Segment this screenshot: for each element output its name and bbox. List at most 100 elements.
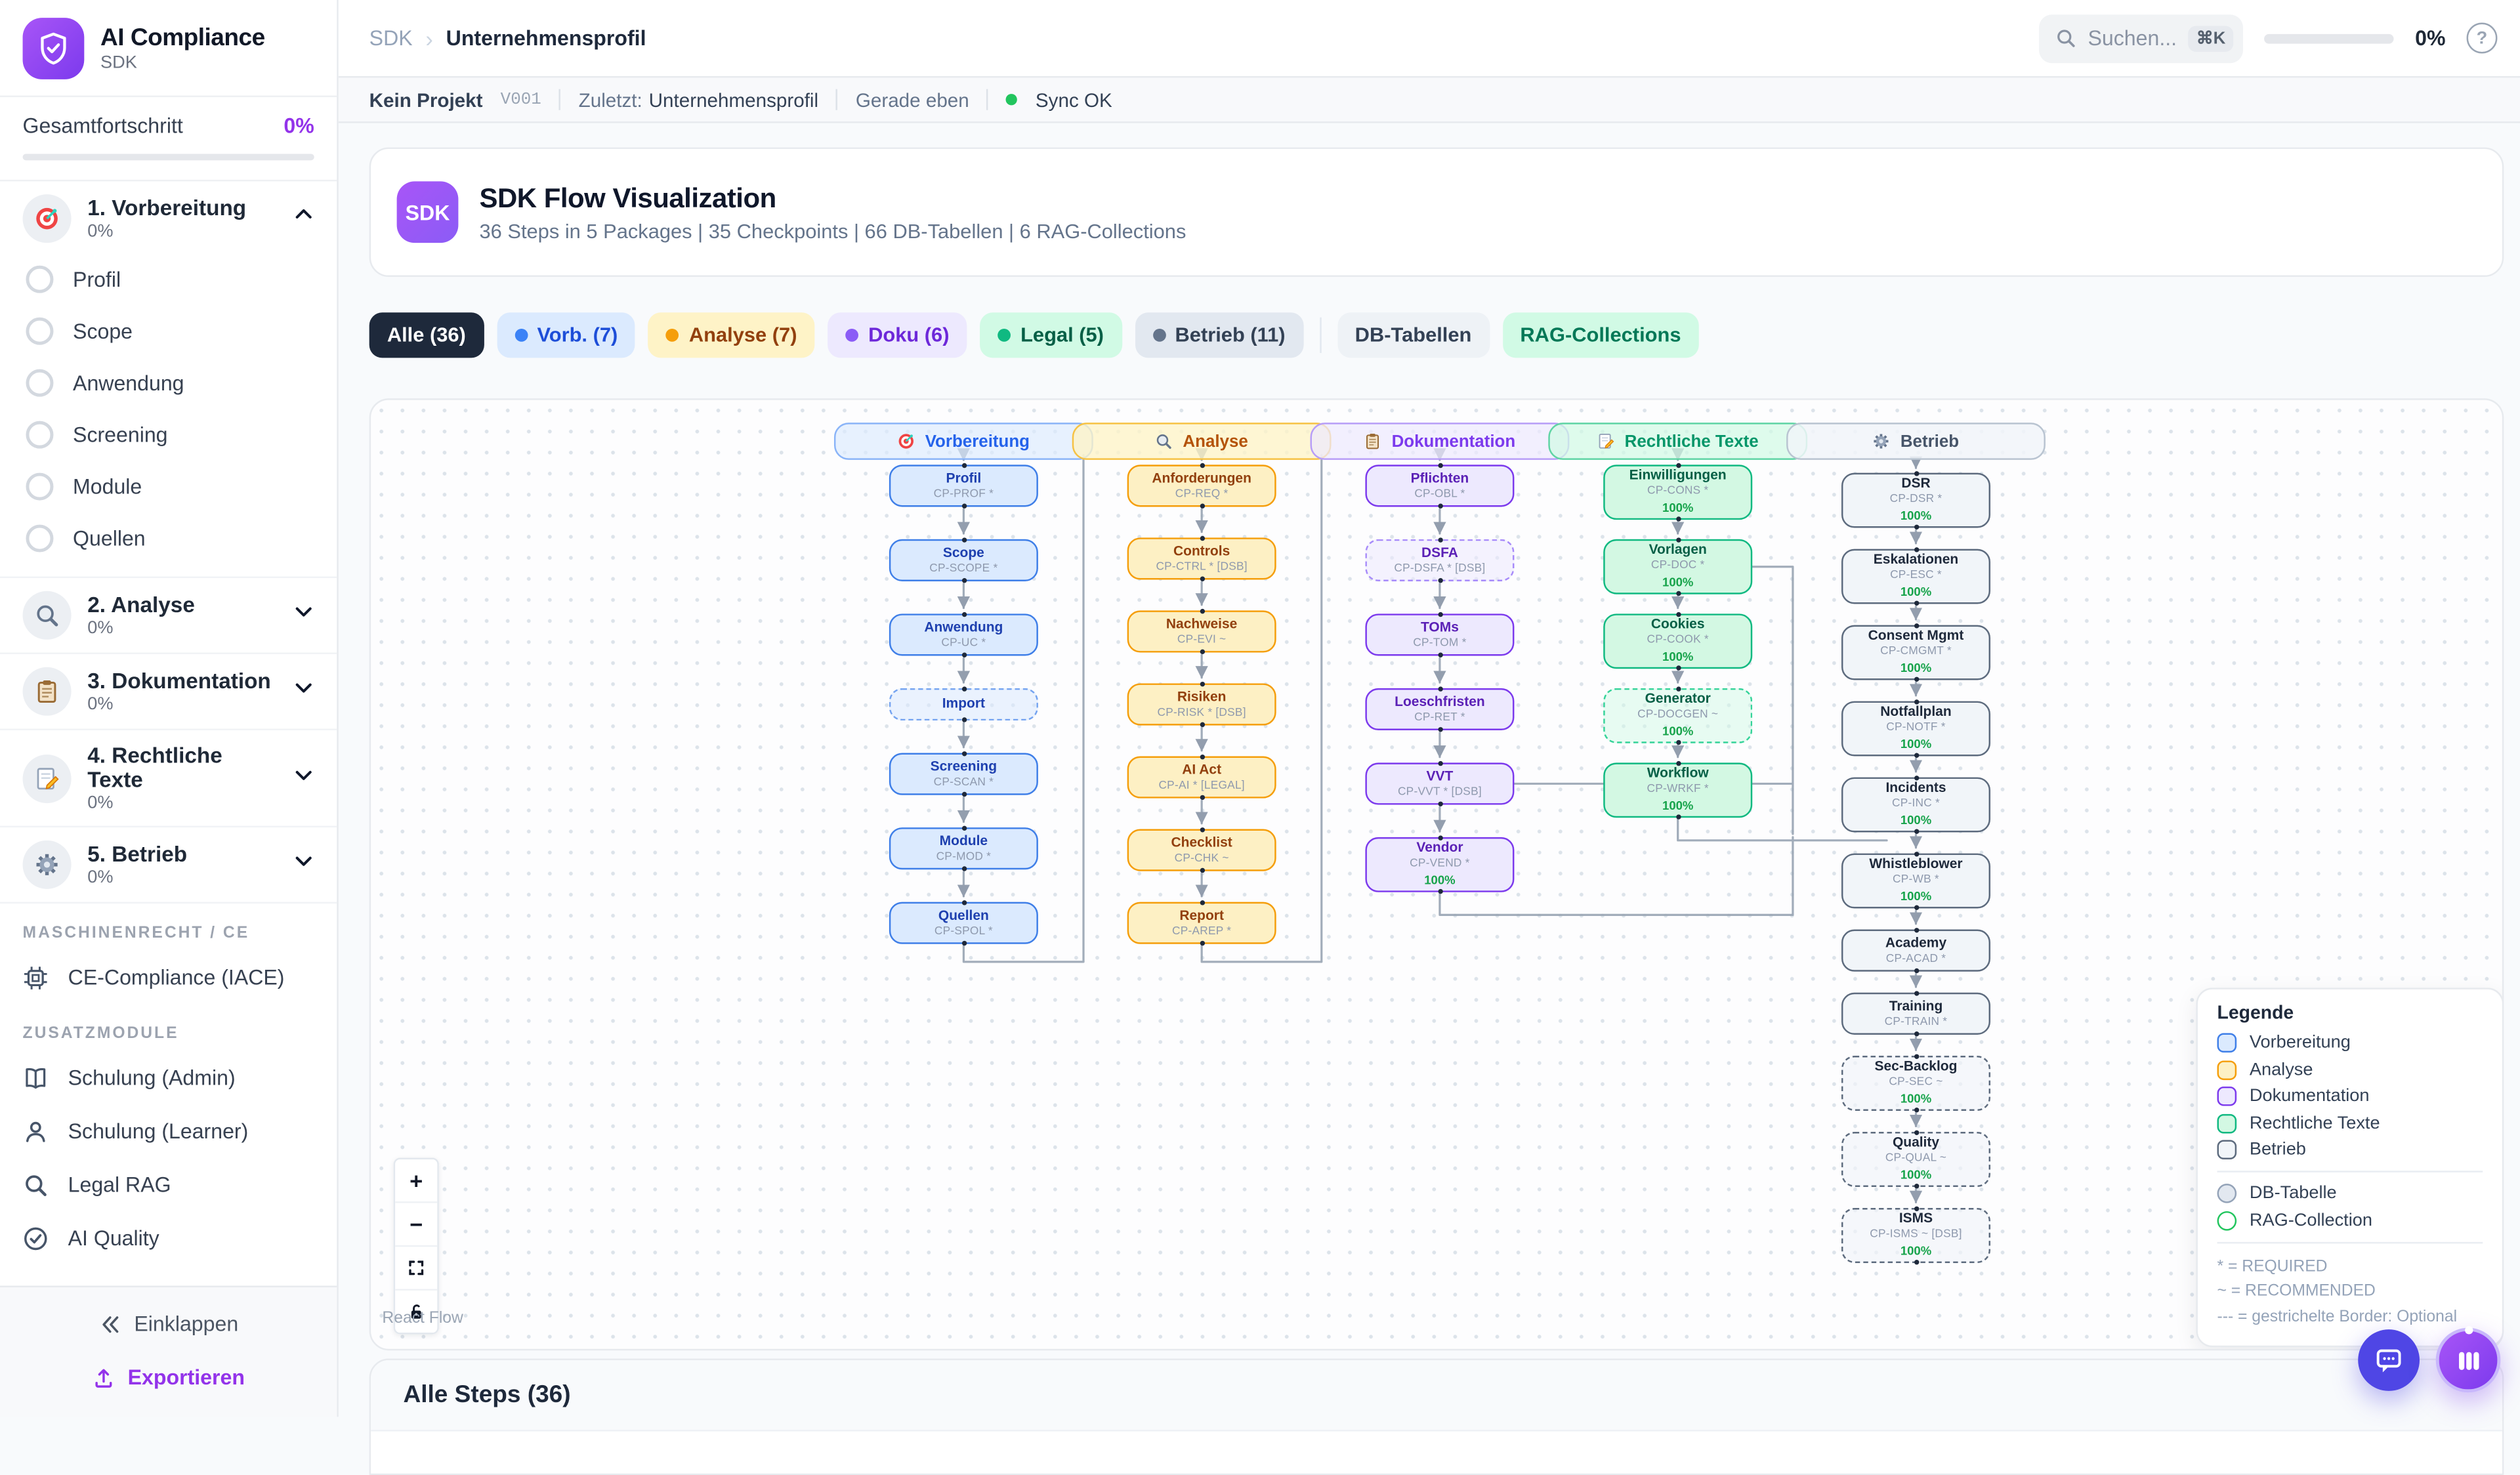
package-header-betrieb[interactable]: Betrieb (1786, 423, 2046, 460)
overall-progress-value: 0% (284, 113, 314, 138)
fit-view-button[interactable] (395, 1247, 438, 1291)
chat-button[interactable] (2358, 1329, 2420, 1391)
help-icon[interactable]: ? (2466, 22, 2498, 54)
search-input[interactable]: Suchen... ⌘K (2039, 13, 2244, 63)
legend-swatch-icon (2217, 1060, 2237, 1079)
filter-chip-vorb-7[interactable]: Vorb. (7) (496, 312, 636, 358)
zoom-in-button[interactable]: + (395, 1159, 438, 1203)
package-header-rechtliche-texte[interactable]: Rechtliche Texte (1548, 423, 1808, 460)
breadcrumb-sdk[interactable]: SDK (369, 26, 413, 51)
filter-chip-doku-6[interactable]: Doku (6) (828, 312, 967, 358)
filter-chip-analyse-7[interactable]: Analyse (7) (648, 312, 815, 358)
filter-chip-legal-5[interactable]: Legal (5) (980, 312, 1122, 358)
status-circle-icon (26, 368, 54, 396)
sidebar-item-ai-quality[interactable]: AI Quality (0, 1211, 337, 1264)
filter-chip-db-tabellen[interactable]: DB-Tabellen (1337, 312, 1490, 358)
legend-item-rechtliche-texte: Rechtliche Texte (2217, 1113, 2483, 1133)
shield-check-icon (22, 18, 85, 79)
sidebar-item-anwendung[interactable]: Anwendung (20, 356, 318, 408)
breadcrumb: SDK › Unternehmensprofil (369, 25, 646, 51)
filter-chip-betrieb-11[interactable]: Betrieb (11) (1134, 312, 1303, 358)
legend-item-rag-collection: RAG-Collection (2217, 1210, 2483, 1230)
lock-button[interactable] (395, 1290, 438, 1333)
main-area: SDK › Unternehmensprofil Suchen... ⌘K 0%… (338, 0, 2520, 1475)
breadcrumb-current: Unternehmensprofil (446, 26, 646, 51)
legend-note: ~ = RECOMMENDED (2217, 1282, 2376, 1300)
sidebar-item-profil[interactable]: Profil (20, 253, 318, 304)
filter-chip-rag-collections[interactable]: RAG-Collections (1502, 312, 1699, 358)
project-status: Kein Projekt (369, 88, 483, 112)
cpu-icon (24, 966, 47, 989)
collapse-sidebar-button[interactable]: Einklappen (0, 1297, 337, 1350)
search-placeholder: Suchen... (2088, 26, 2177, 51)
sidebar: AI Compliance SDK Gesamtfortschritt 0% 1… (0, 0, 339, 1418)
phase-icon-wrap (22, 667, 72, 716)
last-value: Unternehmensprofil (648, 88, 819, 112)
sidebar-item-module[interactable]: Module (20, 460, 318, 512)
version-badge: V001 (500, 89, 541, 110)
sidebar-item-legal-rag[interactable]: Legal RAG (0, 1158, 337, 1211)
package-header-vorbereitung[interactable]: Vorbereitung (833, 423, 1093, 460)
collapse-label: Einklappen (134, 1312, 239, 1337)
package-header-dokumentation[interactable]: Dokumentation (1310, 423, 1570, 460)
sidebar-item-quellen[interactable]: Quellen (20, 512, 318, 564)
columns-panel-button[interactable] (2435, 1326, 2501, 1393)
sidebar-item-ce-compliance-iace[interactable]: CE-Compliance (IACE) (0, 951, 337, 1004)
flow-node-import[interactable]: Import (889, 686, 1038, 722)
sync-status-dot (1006, 94, 1018, 106)
status-circle-icon (26, 316, 54, 344)
zoom-out-button[interactable]: − (395, 1203, 438, 1247)
target-icon (36, 207, 58, 230)
package-header-analyse[interactable]: Analyse (1072, 423, 1332, 460)
export-button[interactable]: Exportieren (0, 1351, 337, 1404)
legend-swatch-icon (2217, 1033, 2237, 1053)
sidebar-item-schulung-learner[interactable]: Schulung (Learner) (0, 1104, 337, 1157)
sidebar-item-screening[interactable]: Screening (20, 408, 318, 460)
sidebar-item-scope[interactable]: Scope (20, 304, 318, 356)
filter-chip-alle-36[interactable]: Alle (36) (369, 312, 484, 358)
sidebar-item-schulung-admin[interactable]: Schulung (Admin) (0, 1051, 337, 1104)
group-heading: ZUSATZMODULE (22, 1025, 179, 1043)
